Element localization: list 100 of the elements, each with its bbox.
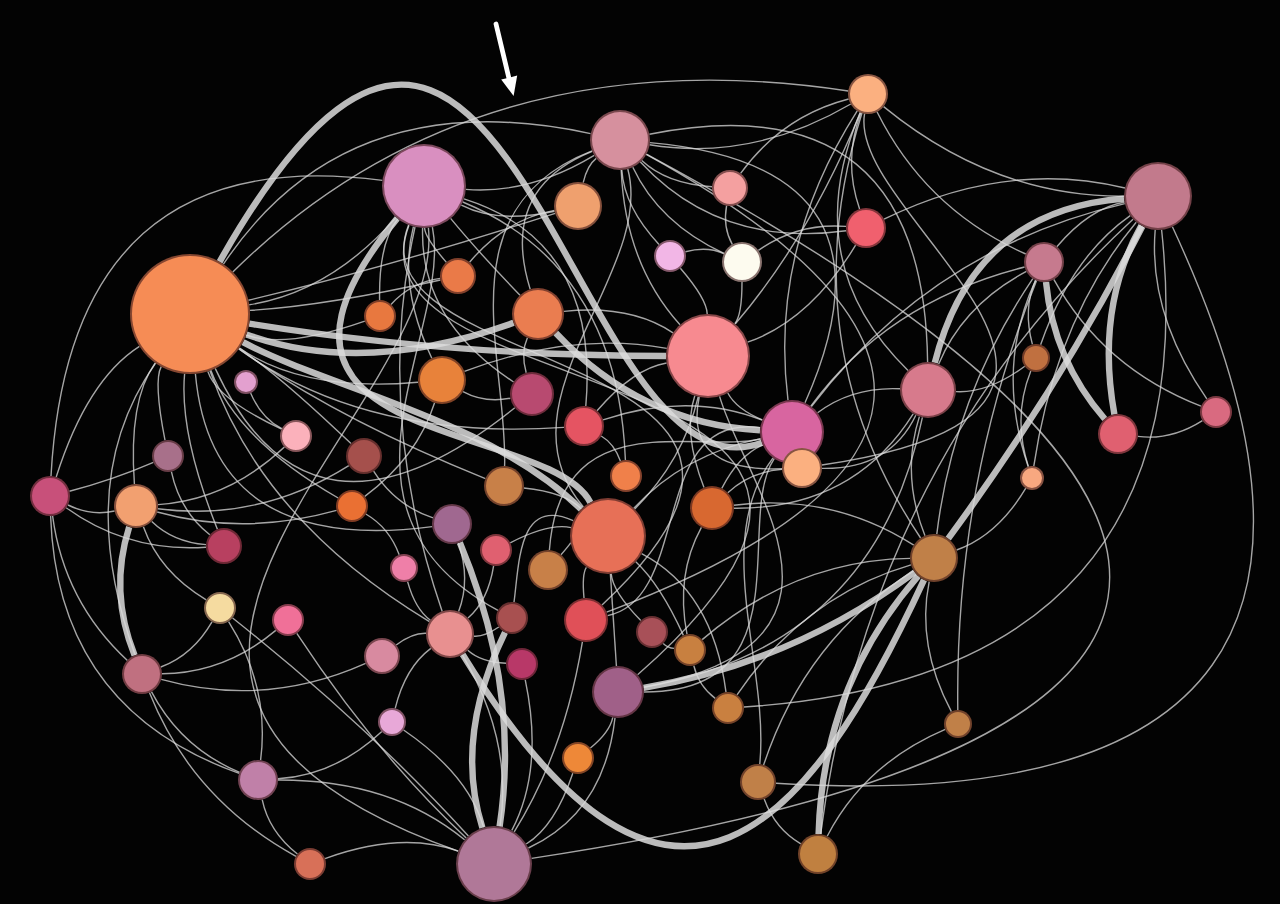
connector-curve — [394, 647, 432, 710]
connector-curve — [160, 662, 367, 692]
node-circle — [206, 528, 242, 564]
node-circle — [378, 708, 406, 736]
connector-curve — [513, 641, 584, 833]
node-circle — [280, 420, 312, 452]
connector-curve — [810, 266, 1026, 407]
connector-curve — [465, 154, 595, 191]
connector-curve — [555, 168, 632, 508]
connector-curve — [649, 141, 836, 404]
connector-curve — [460, 204, 556, 217]
connector-curve — [682, 526, 703, 635]
node-circle — [1022, 344, 1050, 372]
connector-curve — [620, 169, 681, 326]
node-circle — [712, 692, 744, 724]
connector-curve — [701, 557, 911, 641]
connector-curve — [404, 224, 750, 676]
connector-curve — [727, 468, 783, 494]
node-circle — [636, 616, 668, 648]
connector-curve — [643, 569, 917, 691]
connector-curve — [157, 446, 286, 506]
connector-curve — [459, 578, 927, 849]
connector-curve — [395, 632, 427, 646]
connector-curve — [473, 626, 500, 637]
node-circle — [440, 258, 476, 294]
node-circle — [798, 834, 838, 874]
connector-curve — [249, 392, 283, 430]
connector-curve — [523, 487, 583, 510]
connector-curve — [50, 175, 384, 477]
node-circle — [528, 550, 568, 590]
node-circle — [666, 314, 750, 398]
node-circle — [1098, 414, 1138, 454]
connector-curve — [462, 201, 627, 461]
connector-curve — [1056, 201, 1126, 248]
connector-curve — [365, 513, 400, 556]
connector-curve — [724, 204, 734, 246]
connector-curve — [1105, 224, 1145, 415]
connector-curve — [610, 573, 642, 622]
connector-curve — [406, 580, 432, 621]
connector-curve — [739, 98, 850, 175]
connector-curve — [277, 779, 466, 841]
connector-curve — [639, 161, 847, 235]
node-circle — [900, 362, 956, 418]
connector-curve — [635, 561, 685, 637]
connector-curve — [596, 362, 668, 412]
node-circle — [390, 554, 418, 582]
connector-curve — [721, 444, 764, 490]
connector-curve — [67, 504, 116, 514]
connector-curve — [372, 470, 434, 519]
connector-curve — [743, 229, 1167, 708]
node-circle — [562, 742, 594, 774]
connector-curve — [955, 487, 1027, 551]
connector-curve — [404, 224, 681, 606]
connector-curve — [727, 392, 764, 421]
connector-curve — [421, 227, 515, 383]
connector-curve — [925, 580, 953, 713]
connector-curve — [463, 342, 668, 373]
connector-curve — [49, 515, 240, 775]
node-circle — [294, 848, 326, 880]
connector-curve — [882, 105, 1125, 197]
connector-curve — [1039, 214, 1131, 346]
connector-curve — [733, 413, 914, 509]
connector-curve — [364, 402, 436, 498]
node-circle — [364, 638, 400, 674]
node-circle — [238, 760, 278, 800]
node-circle — [480, 534, 512, 566]
node-circle — [554, 182, 602, 230]
connector-curve — [423, 227, 448, 264]
node-circle — [336, 490, 368, 522]
connector-curve — [734, 281, 743, 325]
connector-curve — [883, 178, 1126, 220]
node-circle — [590, 110, 650, 170]
node-circle — [114, 484, 158, 528]
node-circle — [654, 240, 686, 272]
node-circle — [506, 648, 538, 680]
connector-curve — [910, 415, 926, 537]
connector-curve — [1137, 419, 1204, 438]
connector-curve — [509, 526, 572, 544]
connector-curve — [227, 620, 263, 761]
node-circle — [484, 466, 524, 506]
connector-curve — [810, 202, 1126, 408]
connector-curve — [784, 110, 858, 401]
connector-curve — [231, 617, 470, 837]
connector-curve — [117, 526, 138, 657]
connector-curve — [238, 347, 419, 385]
connector-curve — [762, 570, 915, 766]
connector-curve — [835, 112, 922, 539]
connector-curve — [222, 121, 592, 265]
node-circle — [564, 598, 608, 642]
connector-curve — [662, 642, 675, 650]
connector-curve — [463, 198, 588, 407]
connector-curve — [634, 396, 699, 510]
connector-curve — [277, 730, 383, 780]
node-circle — [782, 448, 822, 488]
connector-curve — [563, 309, 674, 334]
node-circle — [1200, 396, 1232, 428]
connector-curve — [955, 365, 1026, 393]
connector-curve — [582, 566, 588, 599]
connector-curve — [51, 515, 129, 662]
connector-curve — [931, 195, 1125, 364]
